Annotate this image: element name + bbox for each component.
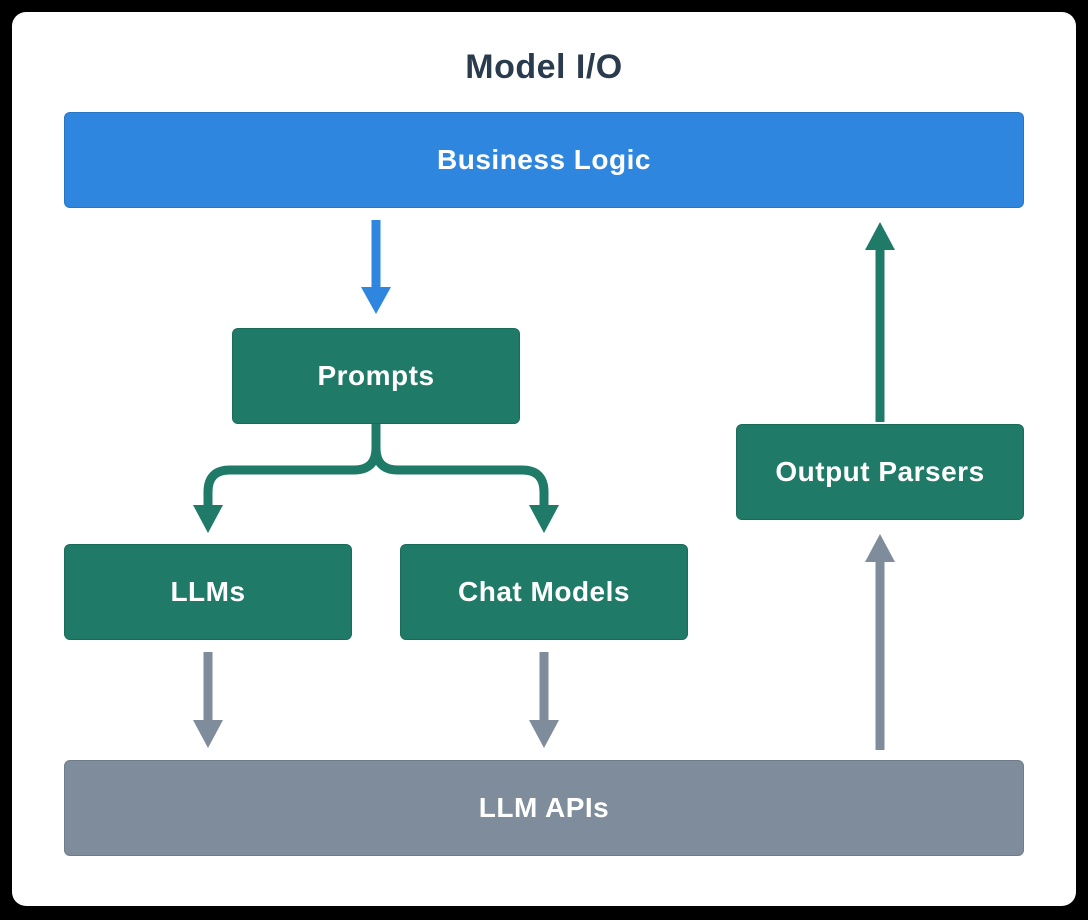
node-output-parsers: Output Parsers — [736, 424, 1024, 520]
node-llms-label: LLMs — [170, 576, 246, 607]
node-llms: LLMs — [64, 544, 352, 640]
node-prompts-label: Prompts — [317, 360, 435, 391]
node-llm-apis-label: LLM APIs — [478, 792, 610, 823]
node-output-parsers-label: Output Parsers — [775, 456, 985, 487]
node-chat-models: Chat Models — [400, 544, 688, 640]
node-prompts: Prompts — [232, 328, 520, 424]
diagram-title: Model I/O — [465, 48, 623, 86]
node-chat-models-label: Chat Models — [458, 576, 630, 607]
node-llm-apis: LLM APIs — [64, 760, 1024, 856]
node-business-logic: Business Logic — [64, 112, 1024, 208]
node-business-logic-label: Business Logic — [437, 144, 651, 175]
